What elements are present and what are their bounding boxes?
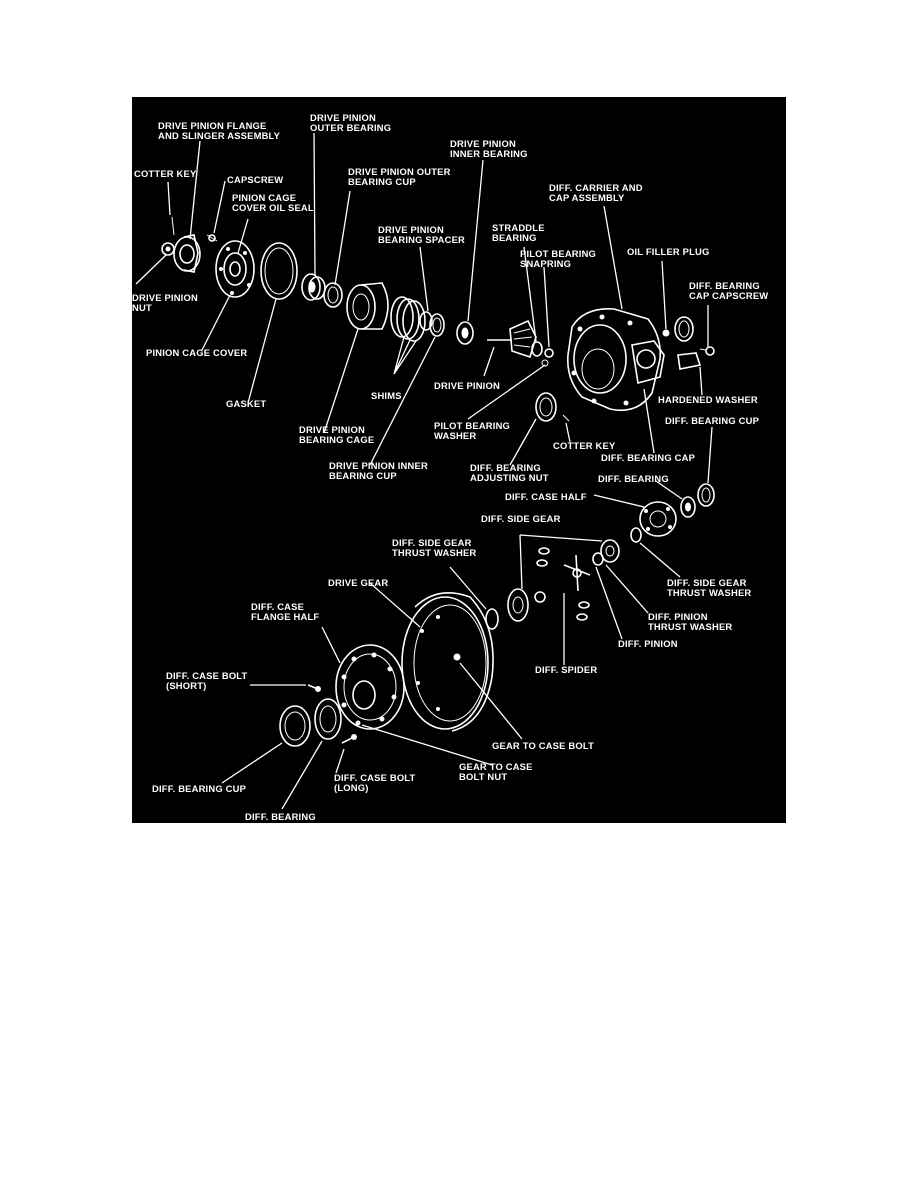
label-diff-carrier-cap-assembly: DIFF. CARRIER AND CAP ASSEMBLY: [549, 182, 643, 203]
label-diff-case-flange-half: DIFF. CASE FLANGE HALF: [251, 601, 320, 622]
label-diff-bearing-adjusting-nut: DIFF. BEARING ADJUSTING NUT: [470, 462, 549, 483]
drive-pinion-flange-part: [173, 234, 201, 273]
diff-carrier-part: [566, 308, 665, 412]
drive-pinion-inner-bearing-part: [456, 321, 474, 345]
differential-exploded-view: [135, 132, 715, 810]
label-drive-pinion-bearing-spacer: DRIVE PINION BEARING SPACER: [378, 224, 466, 245]
label-pilot-bearing-washer: PILOT BEARING WASHER: [434, 420, 511, 441]
pilot-bearing-snapring-part: [544, 348, 554, 358]
diff-bearing-cup-left-part: [279, 705, 311, 747]
label-diff-bearing-bottom: DIFF. BEARING: [245, 811, 316, 822]
diff-bearing-right-part: [680, 496, 696, 518]
label-pilot-bearing-snapring: PILOT BEARING SNAPRING: [520, 248, 597, 269]
exploded-diagram-panel: DRIVE PINION FLANGE AND SLINGER ASSEMBLY…: [132, 97, 786, 823]
shims-part: [390, 296, 426, 342]
label-diff-side-gear-thrust-washer-right: DIFF. SIDE GEAR THRUST WASHER: [667, 577, 752, 598]
drive-pinion-inner-bearing-cup-part: [429, 313, 445, 337]
label-oil-filler-plug: OIL FILLER PLUG: [627, 246, 710, 257]
drive-pinion-bearing-cage-part: [346, 282, 389, 330]
label-drive-pinion-inner-bearing-cup: DRIVE PINION INNER BEARING CUP: [329, 460, 428, 481]
label-cotter-key-top: COTTER KEY: [134, 168, 197, 179]
leader-lines: [135, 132, 713, 810]
label-drive-pinion-inner-bearing: DRIVE PINION INNER BEARING: [450, 138, 528, 159]
diff-case-bolt-short-part: [307, 684, 321, 692]
label-straddle-bearing: STRADDLE BEARING: [492, 222, 545, 243]
diff-bearing-cup-right-part: [697, 483, 715, 507]
label-diff-side-gear-thrust-washer-left: DIFF. SIDE GEAR THRUST WASHER: [392, 537, 477, 558]
drive-pinion-nut-part: [161, 242, 175, 256]
label-drive-pinion: DRIVE PINION: [434, 380, 500, 391]
label-diff-side-gear: DIFF. SIDE GEAR: [481, 513, 561, 524]
cotter-key-part: [171, 216, 175, 236]
straddle-bearing-part: [531, 341, 543, 357]
drive-gear-part: [401, 591, 494, 732]
diff-spider-part: [563, 554, 591, 592]
label-pinion-cage-cover-oil-seal: PINION CAGE COVER OIL SEAL: [232, 192, 314, 213]
diff-bearing-cup-upper-part: [674, 316, 694, 342]
diff-bearing-adjusting-nut-part: [535, 392, 557, 422]
label-drive-pinion-nut: DRIVE PINION NUT: [132, 292, 198, 313]
diff-case-half-part: [639, 501, 677, 537]
diff-bearing-cap-part: [677, 352, 702, 370]
label-shims: SHIMS: [371, 390, 402, 401]
capscrew-part: [206, 234, 218, 242]
diff-bearing-bottom-part: [314, 698, 342, 740]
drive-pinion-bearing-spacer-part: [419, 311, 433, 331]
label-diff-case-half: DIFF. CASE HALF: [505, 491, 587, 502]
diff-side-gear-thrust-washer-left-part: [485, 608, 499, 630]
diff-case-flange-half-part: [335, 644, 405, 730]
label-diff-spider: DIFF. SPIDER: [535, 664, 598, 675]
diff-side-gear-left-part: [507, 588, 546, 622]
gasket-part: [260, 242, 298, 300]
diff-case-bolt-long-part: [341, 734, 357, 744]
label-diff-bearing-cap-capscrew: DIFF. BEARING CAP CAPSCREW: [689, 280, 769, 301]
label-diff-pinion-thrust-washer: DIFF. PINION THRUST WASHER: [648, 611, 733, 632]
label-gear-to-case-bolt: GEAR TO CASE BOLT: [492, 740, 595, 751]
oil-filler-plug-part: [662, 329, 670, 337]
pinion-cage-cover-part: [215, 240, 255, 298]
label-diff-bearing-cup-left: DIFF. BEARING CUP: [152, 783, 247, 794]
label-diff-bearing-cup-right: DIFF. BEARING CUP: [665, 415, 760, 426]
label-drive-gear: DRIVE GEAR: [328, 577, 389, 588]
diff-pinion-part: [536, 547, 604, 621]
label-diff-case-bolt-short: DIFF. CASE BOLT (SHORT): [166, 670, 248, 691]
label-hardened-washer: HARDENED WASHER: [658, 394, 758, 405]
label-drive-pinion-bearing-cage: DRIVE PINION BEARING CAGE: [299, 424, 375, 445]
label-gear-to-case-bolt-nut: GEAR TO CASE BOLT NUT: [459, 761, 533, 782]
diff-side-gear-thrust-washer-right-part: [630, 527, 642, 543]
pilot-bearing-washer-part: [541, 359, 549, 367]
diff-side-gear-right-part: [600, 539, 620, 563]
drive-pinion-part: [487, 319, 537, 359]
label-pinion-cage-cover: PINION CAGE COVER: [146, 347, 248, 358]
label-drive-pinion-flange: DRIVE PINION FLANGE AND SLINGER ASSEMBLY: [158, 120, 281, 141]
label-drive-pinion-outer-bearing-cup: DRIVE PINION OUTER BEARING CUP: [348, 166, 451, 187]
cotter-key-mid-part: [562, 414, 570, 422]
drive-pinion-outer-bearing-part: [301, 273, 326, 301]
label-diff-bearing-cap: DIFF. BEARING CAP: [601, 452, 696, 463]
hardened-washer-part: [699, 346, 715, 356]
label-gasket: GASKET: [226, 398, 267, 409]
label-drive-pinion-outer-bearing: DRIVE PINION OUTER BEARING: [310, 112, 392, 133]
label-cotter-key-mid: COTTER KEY: [553, 440, 616, 451]
label-diff-bearing-right: DIFF. BEARING: [598, 473, 669, 484]
label-capscrew: CAPSCREW: [227, 174, 284, 185]
drive-pinion-outer-bearing-cup-part: [323, 282, 343, 308]
label-diff-case-bolt-long: DIFF. CASE BOLT (LONG): [334, 772, 416, 793]
label-diff-pinion: DIFF. PINION: [618, 638, 678, 649]
